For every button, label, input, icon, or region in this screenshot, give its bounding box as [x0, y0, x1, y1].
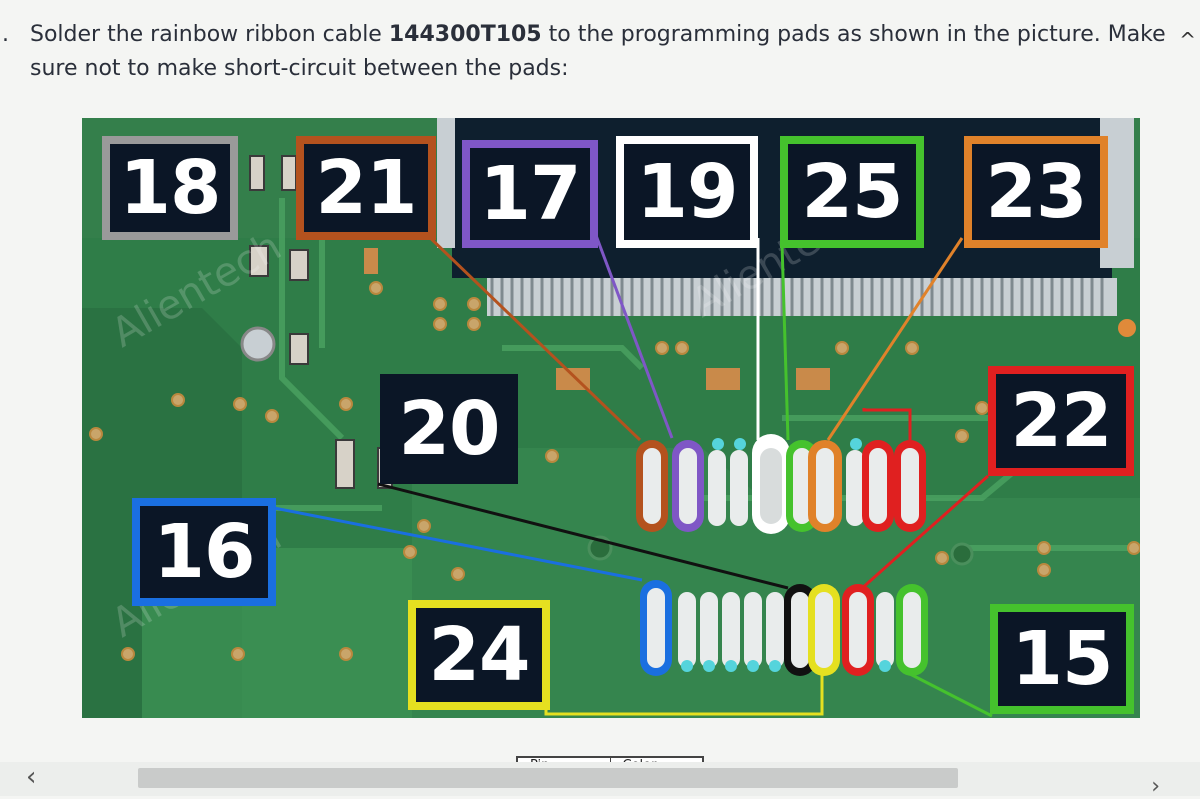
pcb-drawing: Alientech Alientech Alientech: [82, 118, 1140, 718]
label-17: 17: [462, 140, 598, 248]
label-20: 20: [380, 374, 518, 484]
label-23: 23: [964, 136, 1108, 248]
scroll-up-arrow-icon[interactable]: ^: [1179, 28, 1196, 52]
scrollbar-thumb[interactable]: [138, 768, 958, 788]
label-22: 22: [988, 366, 1134, 476]
step-number: .: [2, 22, 9, 47]
label-19: 19: [616, 136, 758, 248]
instruction-text-before: Solder the rainbow ribbon cable: [30, 22, 389, 47]
scroll-left-icon[interactable]: ‹: [26, 762, 37, 792]
pcb-photo: Alientech Alientech Alientech: [82, 118, 1140, 718]
horizontal-scrollbar[interactable]: ‹ ›: [0, 762, 1200, 799]
label-21: 21: [296, 136, 436, 240]
label-18: 18: [102, 136, 238, 240]
instruction-text: Solder the rainbow ribbon cable 144300T1…: [30, 18, 1180, 86]
label-15: 15: [990, 604, 1134, 714]
instruction-text-after: to the programming pads as shown in the …: [30, 22, 1166, 81]
label-16: 16: [132, 498, 276, 606]
part-number: 144300T105: [388, 22, 542, 47]
label-25: 25: [780, 136, 924, 248]
scroll-right-icon[interactable]: ›: [1151, 774, 1160, 799]
label-24: 24: [408, 600, 550, 710]
